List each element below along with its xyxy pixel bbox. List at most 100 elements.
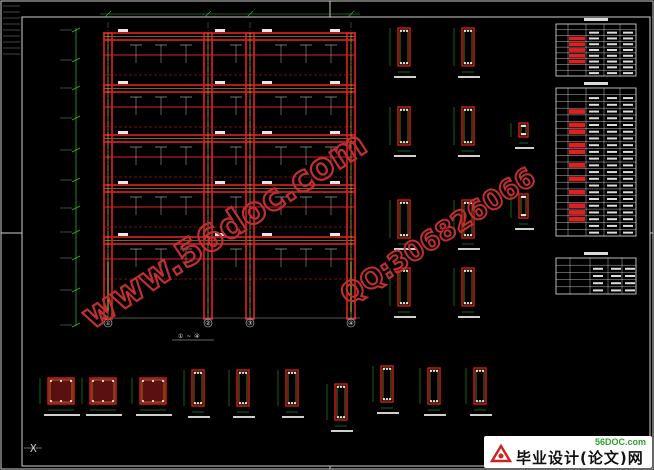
beam-section	[39, 377, 80, 416]
title-strip	[3, 5, 20, 55]
table-cell-text	[589, 72, 599, 75]
rebar-dot	[197, 372, 199, 374]
rebar-dot	[60, 400, 62, 402]
schedule-table	[555, 252, 637, 295]
table-cell-text	[589, 103, 599, 106]
section-label	[394, 76, 416, 78]
beam-section	[510, 193, 534, 230]
rebar-dot	[386, 368, 388, 370]
table-cell-text	[623, 37, 633, 40]
table-cell-text	[623, 144, 633, 147]
table-cell-text	[625, 275, 635, 277]
section-outline	[518, 122, 529, 138]
table-cell-text	[589, 164, 599, 167]
table-cell-text	[607, 72, 617, 75]
beam-section	[372, 365, 399, 414]
table-cell-mark	[569, 122, 585, 128]
table-cell-text	[607, 43, 617, 46]
table-cell-text	[593, 275, 603, 277]
beam-section	[453, 27, 480, 78]
rebar-dot	[400, 234, 402, 236]
rebar-dot	[112, 380, 114, 382]
section-outline	[47, 377, 75, 405]
table-cell-text	[589, 37, 599, 40]
rebar-dot	[162, 400, 164, 402]
rebar-dot	[340, 416, 342, 418]
table-cell-text	[589, 198, 599, 200]
beam-section	[453, 106, 480, 157]
watermark-qq: QQ:306826066	[334, 161, 542, 312]
axis-bubble-1: ①	[103, 318, 113, 328]
rebar-dot	[242, 372, 244, 374]
dim-tick	[71, 57, 81, 63]
rebar-dot	[245, 402, 247, 404]
table-cell-text	[589, 130, 599, 133]
table-cell-text	[623, 103, 633, 106]
rebar-dot	[112, 400, 114, 402]
rebar-dot	[470, 30, 472, 32]
rebar-dot	[467, 270, 469, 272]
rebar-dot	[400, 202, 402, 204]
table-cell-text	[607, 137, 617, 140]
rebar-dot	[343, 416, 345, 418]
table-cell-mark	[569, 163, 585, 168]
rebar-dot	[521, 214, 523, 216]
site-logo[interactable]: 56DOC.com 毕业设计(论文)网	[484, 436, 652, 468]
table-cell-mark	[569, 59, 585, 64]
beam-label	[215, 131, 225, 134]
rebar-dot	[433, 400, 435, 402]
section-outline	[191, 369, 205, 407]
table-cell-text	[607, 54, 617, 57]
rebar-dot	[521, 125, 523, 127]
dim-tick	[71, 147, 81, 153]
table-cell-text	[607, 31, 617, 34]
rebar-dot	[406, 30, 408, 32]
table-cell-text	[607, 198, 617, 200]
rebar-dot	[464, 302, 466, 304]
dim-tick	[71, 322, 81, 328]
rebar-dot	[239, 402, 241, 404]
table-title	[584, 82, 608, 85]
table-cell-text	[623, 198, 633, 200]
table-cell-text	[623, 204, 633, 207]
beam-label	[330, 233, 340, 236]
beam-section-details	[39, 27, 534, 432]
rebar-dot	[400, 62, 402, 64]
table-cell-text	[625, 267, 635, 270]
rebar-dot	[194, 402, 196, 404]
rebar-dot	[70, 400, 72, 402]
rebar-dot	[476, 400, 478, 402]
table-cell-text	[589, 49, 599, 51]
section-label	[44, 414, 80, 416]
rebar-dot	[50, 380, 52, 382]
section-stirrup	[429, 369, 439, 403]
section-outline	[397, 106, 411, 146]
rebar-dot	[430, 400, 432, 402]
section-stirrup	[463, 269, 473, 305]
table-cell-mark	[569, 36, 585, 41]
rebar-dot	[467, 109, 469, 111]
rebar-dot	[406, 234, 408, 236]
rebar-dot	[343, 386, 345, 388]
table-cell-text	[607, 157, 617, 160]
section-stirrup	[336, 385, 346, 419]
beam-label	[330, 81, 340, 84]
rebar-dot	[406, 62, 408, 64]
section-label	[515, 228, 534, 230]
beam-label	[118, 29, 128, 32]
rebar-dot	[433, 370, 435, 372]
rebar-dot	[430, 370, 432, 372]
rebar-dot	[470, 202, 472, 204]
rebar-dot	[467, 234, 469, 236]
section-stirrup	[463, 29, 473, 65]
section-outline	[461, 267, 475, 307]
table-cell-text	[589, 171, 599, 174]
rebar-dot	[524, 214, 526, 216]
beam-label	[330, 29, 340, 32]
table-cell-text	[623, 97, 633, 100]
dim-tick	[246, 10, 254, 18]
table-cell-text	[623, 231, 633, 234]
table-cell-text	[623, 66, 633, 69]
rebar-dot	[60, 380, 62, 382]
frame-elevation	[100, 10, 360, 320]
